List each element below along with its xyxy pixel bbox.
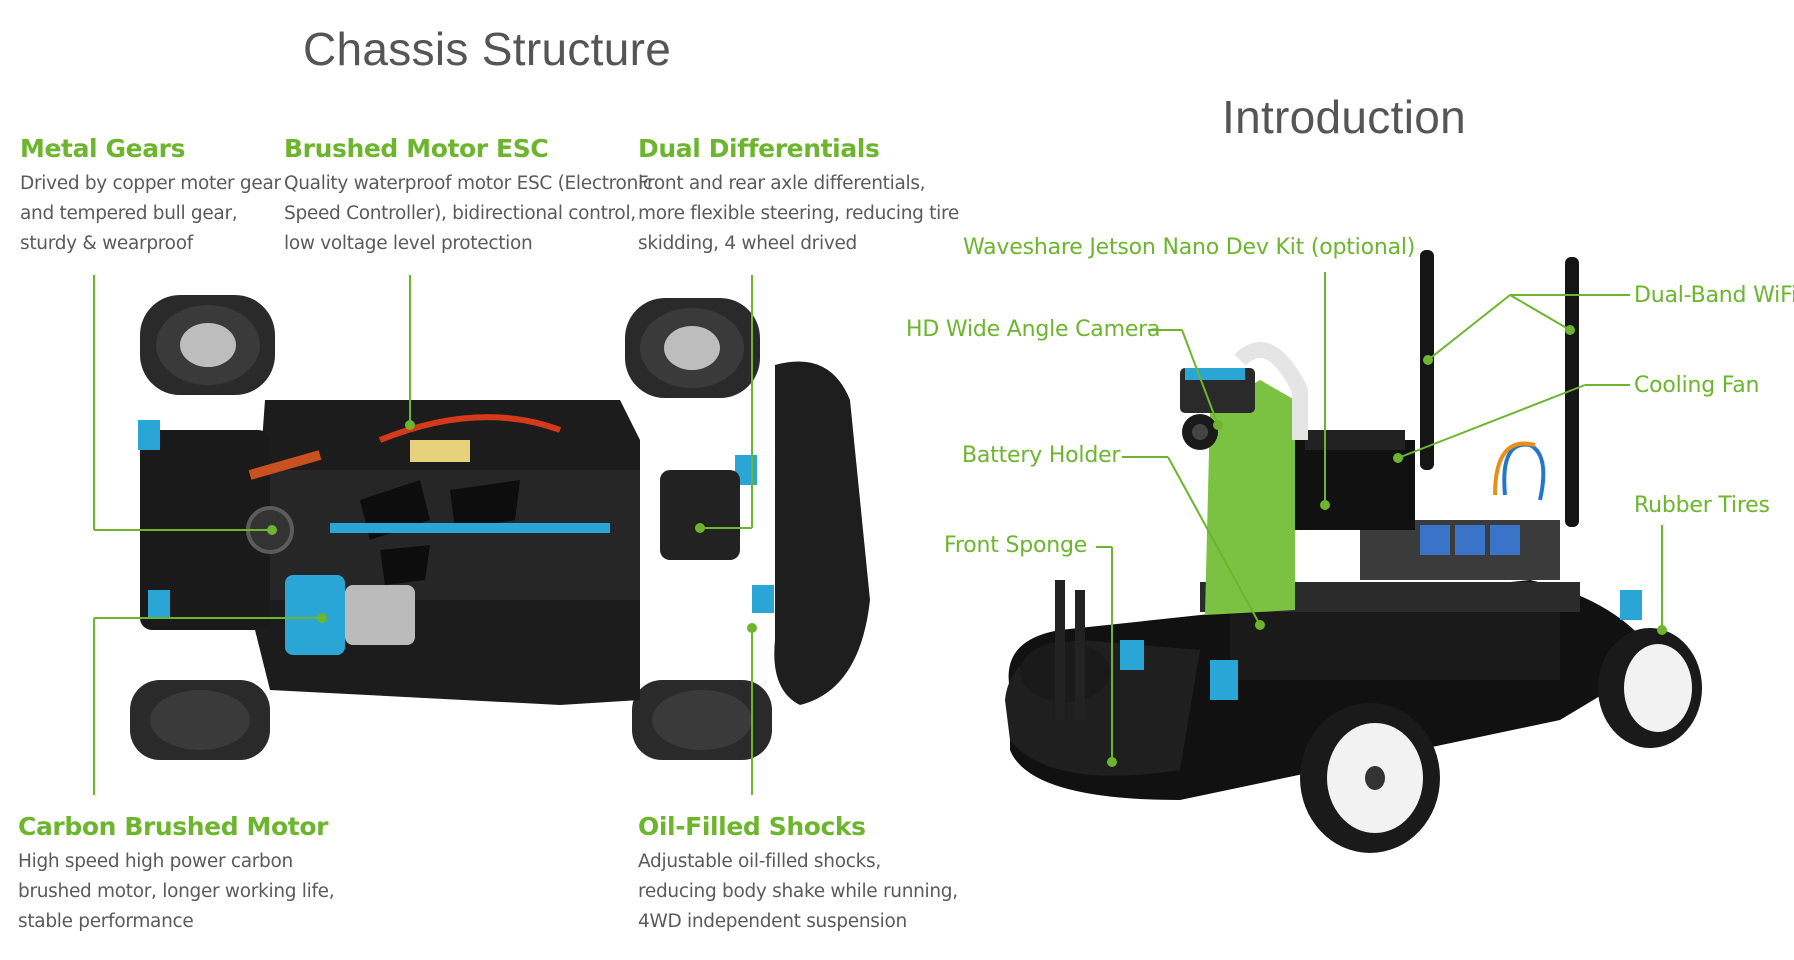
label-front-sponge: Front Sponge	[944, 533, 1088, 558]
desc-line: sturdy & wearproof	[20, 233, 193, 254]
car-wheel	[1300, 703, 1440, 853]
label-hd-wide-angle-camera: HD Wide Angle Camera	[906, 317, 1161, 342]
feature-title: Brushed Motor ESC	[284, 134, 549, 163]
label-jetson-nano-dev-kit: Waveshare Jetson Nano Dev Kit (optional)	[963, 235, 1416, 260]
feature-title: Dual Differentials	[638, 134, 880, 163]
desc-line: low voltage level protection	[284, 233, 533, 254]
chassis-wheel	[140, 295, 275, 395]
desc-line: brushed motor, longer working life,	[18, 881, 335, 902]
esc-connector	[410, 440, 470, 462]
desc-line: Quality waterproof motor ESC (Electronic	[284, 173, 653, 194]
feature-title: Carbon Brushed Motor	[18, 812, 329, 841]
label-dual-band-wifi: Dual-Band WiFi	[1634, 283, 1794, 308]
chassis-leader-lines	[93, 275, 757, 795]
chassis-wheel	[130, 680, 270, 760]
desc-line: more flexible steering, reducing tire	[638, 203, 959, 224]
feature-title: Metal Gears	[20, 134, 186, 163]
shock	[148, 590, 170, 618]
feature-description: Quality waterproof motor ESC (Electronic…	[284, 169, 653, 259]
feature-title: Oil-Filled Shocks	[638, 812, 866, 841]
desc-line: stable performance	[18, 911, 194, 932]
desc-line: skidding, 4 wheel drived	[638, 233, 858, 254]
label-battery-holder: Battery Holder	[962, 443, 1121, 468]
jetracer-car-image	[1005, 250, 1702, 853]
feature-description: Adjustable oil-filled shocks, reducing b…	[638, 847, 978, 937]
feature-brushed-motor-esc: Brushed Motor ESC Quality waterproof mot…	[284, 134, 653, 259]
introduction-title: Introduction	[1222, 91, 1466, 143]
feature-oil-filled-shocks: Oil-Filled Shocks Adjustable oil-filled …	[638, 812, 978, 937]
label-rubber-tires: Rubber Tires	[1634, 493, 1770, 518]
car-wheel	[1598, 628, 1702, 748]
motor	[285, 575, 345, 655]
feature-description: High speed high power carbon brushed mot…	[18, 847, 358, 937]
intro-leader-lines	[1096, 272, 1667, 767]
desc-line: reducing body shake while running,	[638, 881, 958, 902]
shock	[138, 420, 160, 450]
label-cooling-fan: Cooling Fan	[1634, 373, 1760, 398]
camera-holder	[1205, 380, 1295, 615]
desc-line: Speed Controller), bidirectional control…	[284, 203, 636, 224]
chassis-image	[130, 295, 870, 760]
desc-line: 4WD independent suspension	[638, 911, 907, 932]
feature-carbon-brushed-motor: Carbon Brushed Motor High speed high pow…	[18, 812, 358, 937]
desc-line: Front and rear axle differentials,	[638, 173, 926, 194]
desc-line: High speed high power carbon	[18, 851, 293, 872]
shock	[752, 585, 774, 613]
chassis-wheel	[625, 298, 760, 398]
front-bumper	[774, 361, 870, 705]
chassis-structure-title: Chassis Structure	[303, 23, 672, 75]
antenna	[1565, 257, 1579, 527]
desc-line: Drived by copper moter gear	[20, 173, 281, 194]
desc-line: Adjustable oil-filled shocks,	[638, 851, 881, 872]
differential	[660, 470, 740, 560]
battery-holder	[1230, 600, 1560, 680]
feature-metal-gears: Metal Gears Drived by copper moter gear …	[20, 134, 360, 259]
cooling-fan	[1305, 430, 1405, 450]
feature-dual-differentials: Dual Differentials Front and rear axle d…	[638, 134, 978, 259]
desc-line: and tempered bull gear,	[20, 203, 238, 224]
feature-description: Drived by copper moter gear and tempered…	[20, 169, 360, 259]
chassis-wheel	[632, 680, 772, 760]
feature-description: Front and rear axle differentials, more …	[638, 169, 978, 259]
